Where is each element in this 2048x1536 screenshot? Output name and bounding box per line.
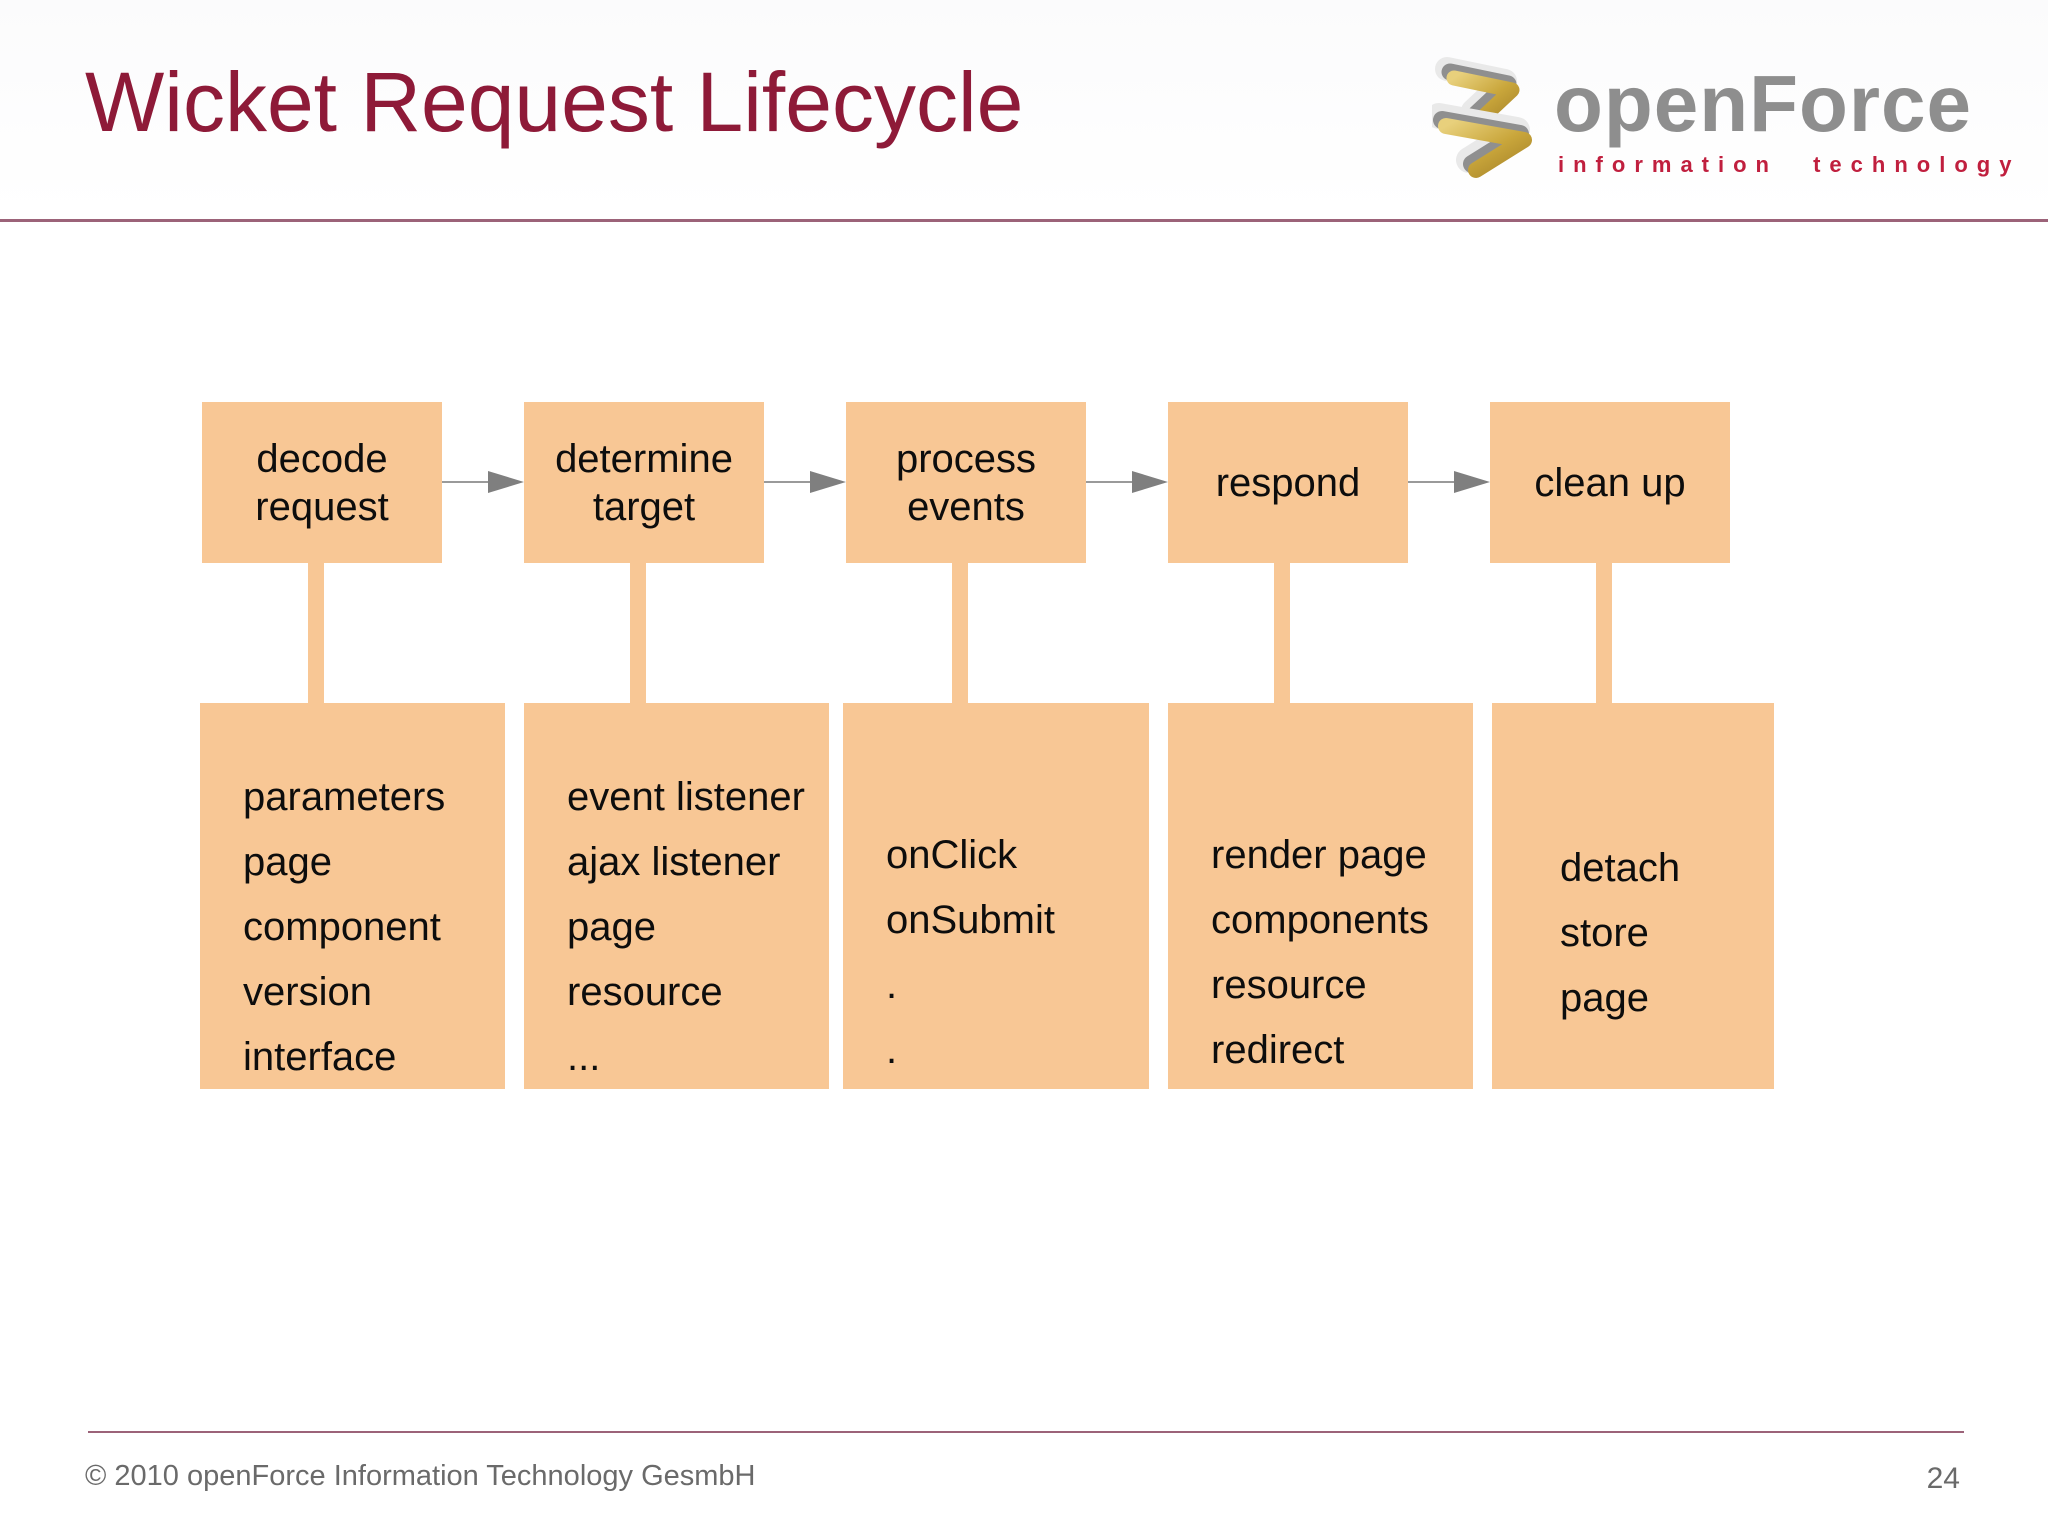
detail-line: components [1211,898,1429,942]
detail-box-clean-up: detach store page [1492,703,1774,1089]
flow-arrow-icon [1086,471,1168,493]
stage-label: clean up [1534,460,1686,505]
detail-line: version [243,970,372,1014]
detail-line: interface [243,1035,397,1079]
page-title: Wicket Request Lifecycle [85,55,1024,149]
detail-line: ... [567,1035,601,1079]
detail-line: detach [1560,846,1681,890]
footer-divider [88,1431,1964,1433]
stage-connector [308,563,324,704]
stage-box-decode-request: decode request [202,402,442,563]
stage-box-respond: respond [1168,402,1408,563]
detail-line: render page [1211,833,1427,877]
flow-arrow-icon [764,471,846,493]
stage-box-clean-up: clean up [1490,402,1730,563]
detail-box-respond: render page components resource redirect [1168,703,1473,1089]
openforce-logo: openForce information technology [1432,36,2011,186]
stage-label: decode request [255,436,389,529]
stage-label: process events [895,436,1037,529]
footer-copyright: © 2010 openForce Information Technology … [85,1460,756,1492]
detail-line: page [1560,976,1649,1020]
detail-line: component [243,905,441,949]
stage-box-determine-target: determine target [524,402,764,563]
logo-tagline: information technology [1558,152,2021,177]
detail-line: onClick [886,833,1018,877]
detail-line: redirect [1211,1028,1345,1072]
header-divider [0,219,2048,222]
detail-box-determine-target: event listener ajax listener page resour… [524,703,829,1089]
detail-line: page [567,905,656,949]
detail-box-decode-request: parameters page component version interf… [200,703,505,1089]
flow-arrow-icon [442,471,524,493]
stage-box-process-events: process events [846,402,1086,563]
stage-connector [1596,563,1612,704]
logo-wordmark: openForce [1554,59,1972,148]
stage-connector [952,563,968,704]
detail-line: resource [567,970,723,1014]
stage-connector [630,563,646,704]
detail-line: parameters [243,775,446,819]
detail-line: . [886,963,898,1007]
openforce-logo-icon [1432,57,1532,178]
detail-line: resource [1211,963,1367,1007]
detail-line: event listener [567,775,805,819]
detail-box-process-events: onClick onSubmit . . [843,703,1149,1089]
stage-label: determine target [555,436,733,529]
detail-line: page [243,840,332,884]
detail-line: . [886,1028,898,1072]
detail-line: store [1560,911,1649,955]
page-number: 24 [1926,1462,1960,1495]
flow-arrow-icon [1408,471,1490,493]
detail-line: onSubmit [886,898,1055,942]
stage-connector [1274,563,1290,704]
detail-line: ajax listener [567,840,781,884]
stage-label: respond [1215,460,1361,505]
